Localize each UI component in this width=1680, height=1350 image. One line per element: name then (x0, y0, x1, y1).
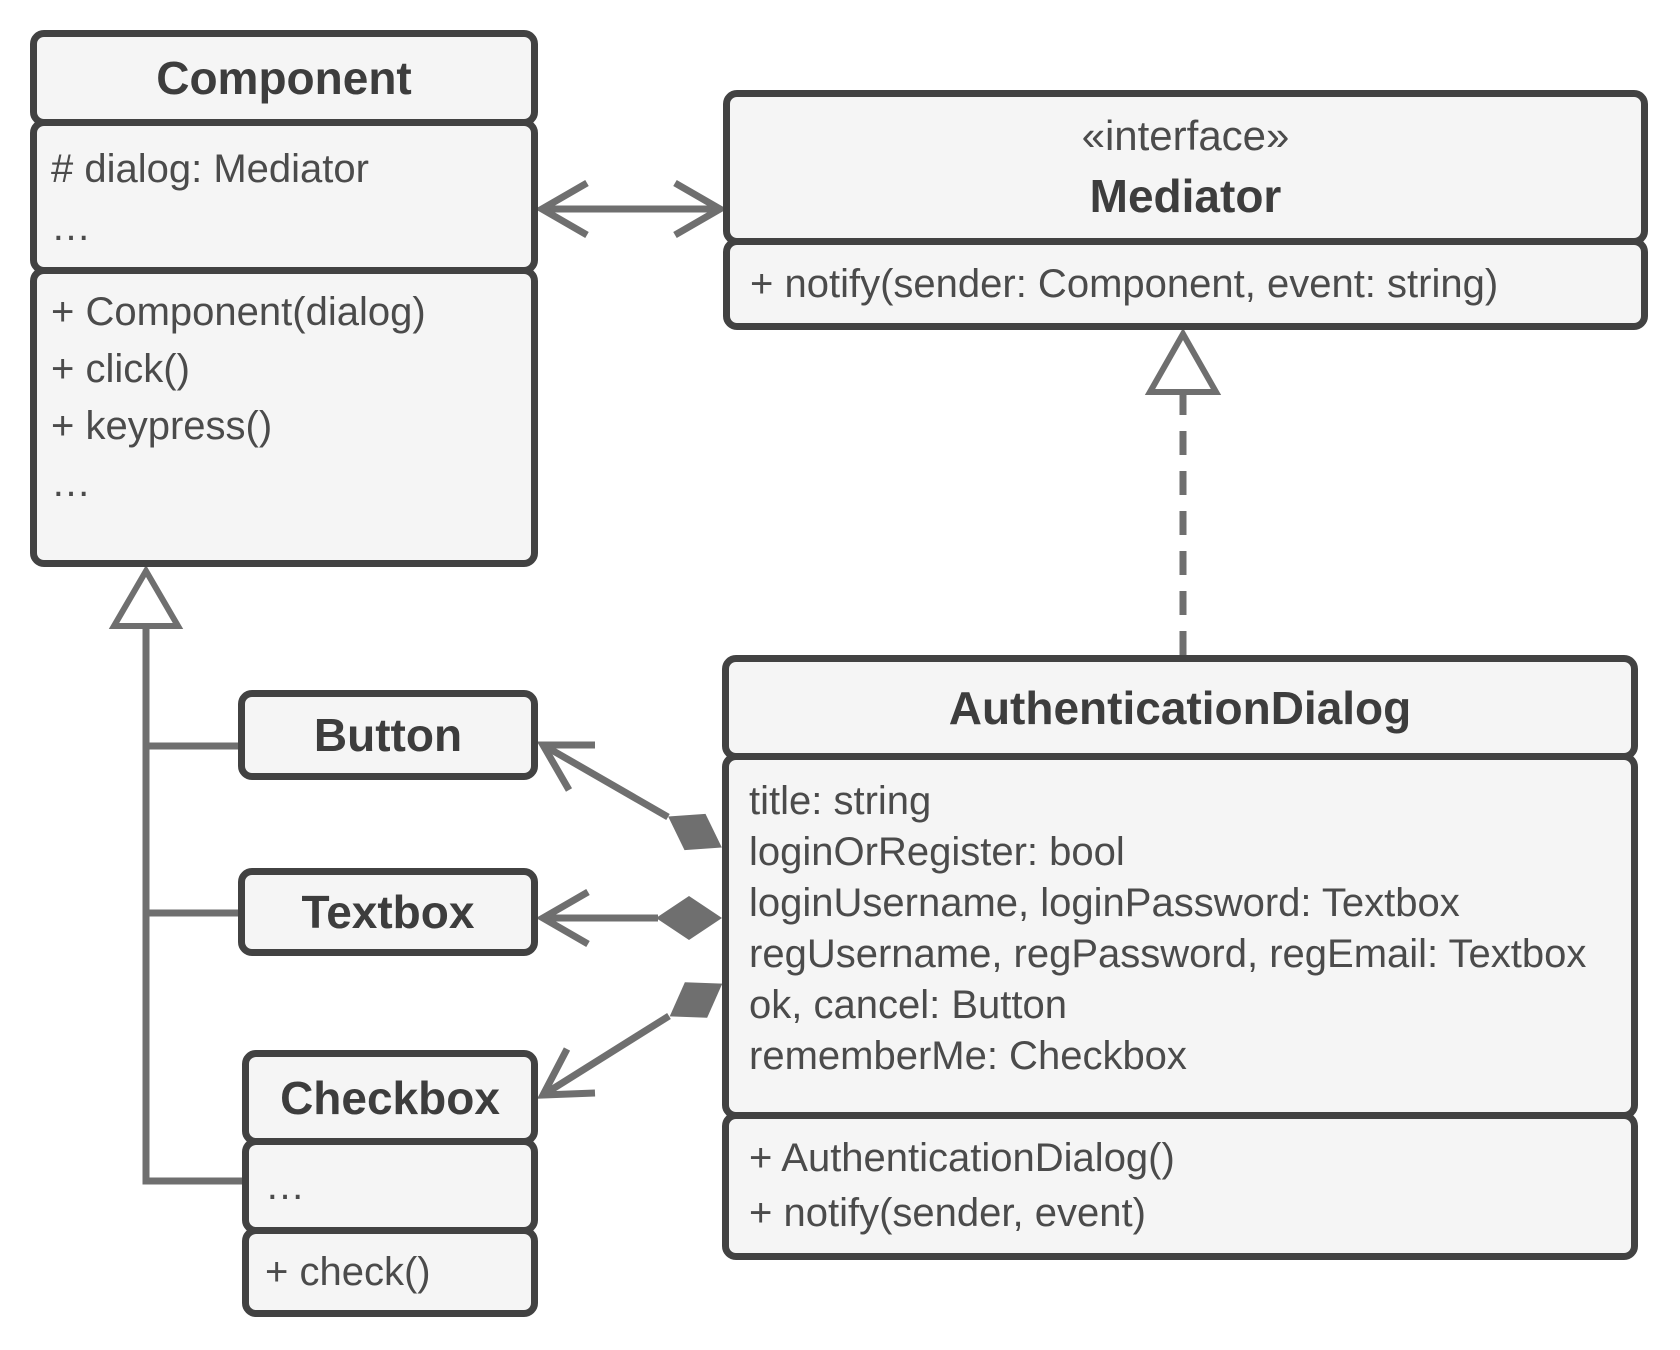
realization-authdialog-mediator-arrow (1144, 327, 1222, 655)
association-component-mediator-arrow (535, 179, 727, 239)
class-checkbox-title: Checkbox (280, 1071, 500, 1124)
class-textbox-title-compartment: Textbox (238, 868, 538, 956)
interface-mediator-title: Mediator (1089, 169, 1282, 222)
class-authentication-dialog: AuthenticationDialog title: string login… (722, 655, 1638, 1260)
attribute-row-ellipsis: … (51, 205, 91, 249)
attribute-row: regUsername, regPassword, regEmail: Text… (749, 932, 1587, 976)
interface-mediator: «interface» Mediator + notify(sender: Co… (723, 90, 1648, 330)
method-row: + notify(sender: Component, event: strin… (750, 261, 1499, 306)
class-authentication-dialog-methods: + AuthenticationDialog() + notify(sender… (722, 1112, 1638, 1260)
method-row: + AuthenticationDialog() (749, 1136, 1175, 1180)
interface-stereotype: «interface» (1081, 112, 1290, 160)
class-component-methods: + Component(dialog) + click() + keypress… (30, 267, 538, 567)
attribute-row: ok, cancel: Button (749, 983, 1067, 1027)
class-authentication-dialog-attributes: title: string loginOrRegister: bool logi… (722, 753, 1638, 1119)
method-row: + notify(sender, event) (749, 1191, 1146, 1235)
attribute-row-ellipsis: … (265, 1163, 305, 1208)
method-row: + Component(dialog) (51, 290, 426, 334)
aggregation-authdialog-checkbox-arrow (537, 982, 723, 1099)
class-button: Button (238, 690, 538, 780)
class-checkbox-methods: + check() (242, 1227, 538, 1317)
interface-mediator-methods: + notify(sender: Component, event: strin… (723, 238, 1648, 330)
class-component-title-compartment: Component (30, 30, 538, 126)
aggregation-authdialog-button-arrow (536, 741, 722, 851)
class-textbox: Textbox (238, 868, 538, 956)
method-row: + click() (51, 347, 190, 391)
aggregation-authdialog-textbox-arrow (536, 888, 722, 948)
class-checkbox: Checkbox … + check() (242, 1050, 538, 1317)
class-checkbox-title-compartment: Checkbox (242, 1050, 538, 1145)
class-authentication-dialog-title-compartment: AuthenticationDialog (722, 655, 1638, 760)
class-textbox-title: Textbox (301, 886, 475, 938)
generalization-tree-arrow (108, 565, 246, 1185)
class-component-title: Component (156, 52, 412, 104)
method-row-ellipsis: … (51, 461, 91, 505)
attribute-row: # dialog: Mediator (51, 147, 369, 191)
class-button-title-compartment: Button (238, 690, 538, 780)
class-component: Component # dialog: Mediator … + Compone… (30, 30, 538, 567)
attribute-row: rememberMe: Checkbox (749, 1034, 1187, 1078)
interface-mediator-title-compartment: «interface» Mediator (723, 90, 1648, 245)
class-button-title: Button (313, 709, 463, 761)
class-authentication-dialog-title: AuthenticationDialog (948, 681, 1412, 734)
attribute-row: loginOrRegister: bool (749, 830, 1125, 874)
attribute-row: title: string (749, 779, 932, 823)
method-row: + keypress() (51, 404, 273, 448)
class-checkbox-attributes: … (242, 1138, 538, 1234)
method-row: + check() (265, 1249, 431, 1294)
class-component-attributes: # dialog: Mediator … (30, 119, 538, 274)
attribute-row: loginUsername, loginPassword: Textbox (749, 881, 1460, 925)
